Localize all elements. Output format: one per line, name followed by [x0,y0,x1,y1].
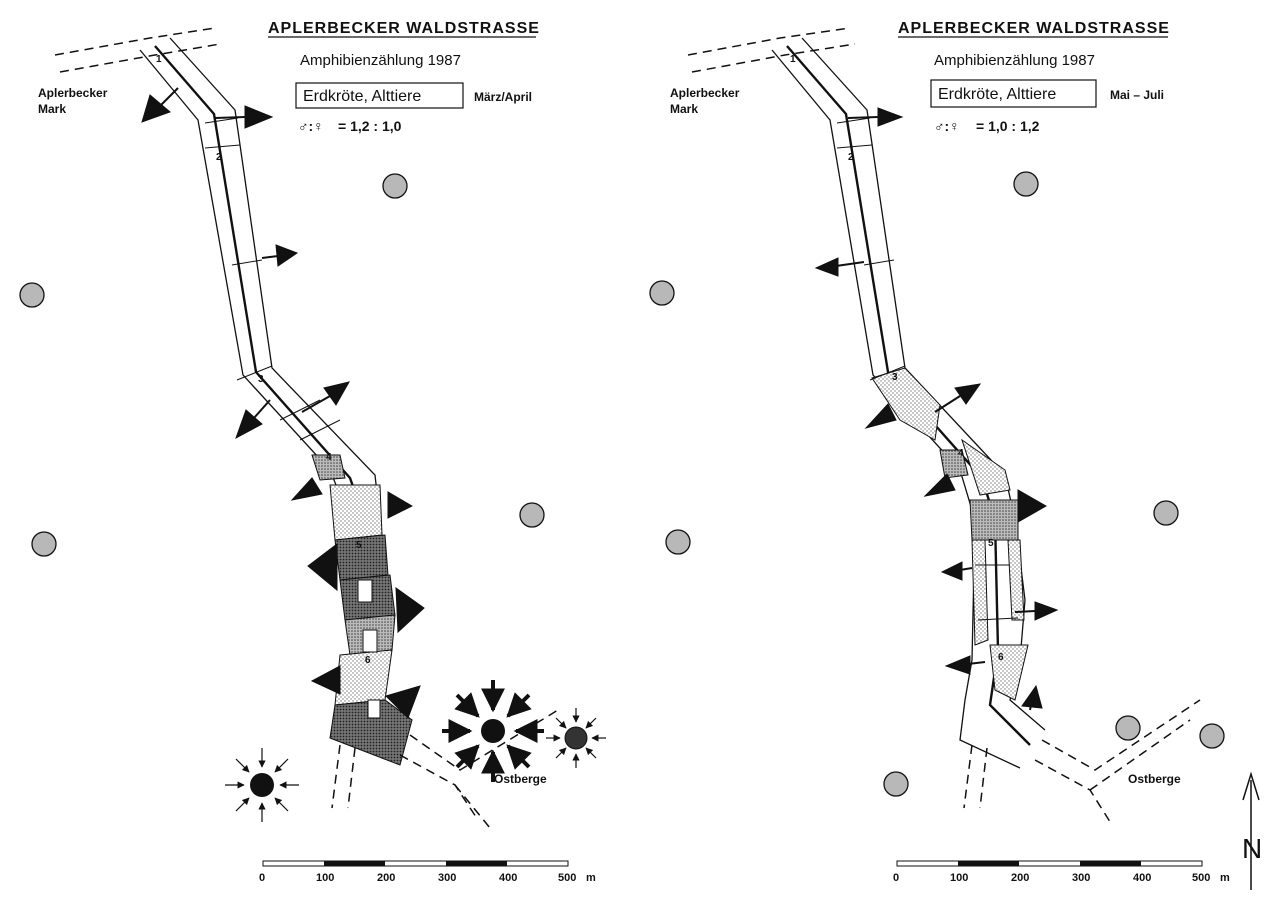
species-box [295,82,464,109]
place-ostberge: Ostberge [1128,772,1181,786]
crossing-zones [871,367,1029,701]
segment-5: 5 [356,540,362,551]
north-label: N [1242,833,1262,864]
segment-3: 3 [892,372,898,383]
arrow-west [940,561,973,581]
scale-tick: 500 [558,872,576,884]
migration-arrows [141,87,425,719]
species-label: Erdkröte, Alttiere [938,86,1056,103]
arrow-north-east [301,381,351,413]
arrow-north-east [385,685,421,719]
segment-1: 1 [156,54,162,65]
arrow-east [214,105,274,129]
arrow-west [307,542,338,592]
road-south [963,699,1201,826]
map-title: APLERBECKER WALDSTRASSE [898,20,1170,37]
segment-4: 4 [958,448,964,459]
arrow-east [1017,489,1048,523]
panel-left: APLERBECKER WALDSTRASSE Amphibienzählung… [19,20,606,884]
period-label: März/April [474,90,532,104]
panel-right: APLERBECKER WALDSTRASSE Amphibienzählung… [649,20,1262,890]
arrow-east [395,586,425,634]
arrow-west [290,477,323,501]
arrow-east [847,107,904,127]
scale-bar: 0 100 200 300 400 500 m [259,860,596,884]
place-mark: Mark [670,102,698,116]
arrow-west [814,257,865,277]
segment-6: 6 [365,655,371,666]
pond-marker [883,771,909,797]
scale-unit: m [1220,872,1230,884]
breeding-site [225,748,299,822]
scale-tick: 400 [1133,872,1151,884]
arrow-west [944,655,986,675]
migration-arrows [814,107,1059,711]
segment-6: 6 [998,652,1004,663]
pond-marker [382,173,408,199]
sex-ratio: = 1,2 : 1,0 [338,118,402,134]
place-aplerbecker: Aplerbecker [38,86,108,100]
arrow-east [387,491,414,519]
segment-4: 4 [326,452,332,463]
scale-unit: m [586,872,596,884]
ponds-grey [19,173,545,557]
place-ostberge: Ostberge [494,772,547,786]
scale-bar: 0 100 200 300 400 500 m [893,860,1230,884]
segment-1: 1 [790,54,796,65]
arrow-east [261,244,299,267]
pond-marker [519,502,545,528]
scale-tick: 0 [893,872,899,884]
road-top [687,27,856,73]
segment-2: 2 [848,152,854,163]
sex-symbols: ♂:♀ [934,118,960,134]
segment-3: 3 [258,374,264,385]
pond-marker [1199,723,1225,749]
sex-ratio: = 1,0 : 1,2 [976,118,1040,134]
pond-marker [665,529,691,555]
breeding-site [546,708,606,768]
arrow-west [310,665,341,695]
arrow-west [864,403,897,429]
arrow-east [1014,601,1059,621]
scale-tick: 400 [499,872,517,884]
scale-tick: 200 [377,872,395,884]
pond-marker [19,282,45,308]
arrow-west [235,399,271,440]
scale-tick: 0 [259,872,265,884]
scale-tick: 100 [316,872,334,884]
scale-tick: 200 [1011,872,1029,884]
scale-tick: 500 [1192,872,1210,884]
arrow-north-east [934,383,982,413]
arrow-west [923,473,956,497]
pond-marker [1115,715,1141,741]
place-mark: Mark [38,102,66,116]
arrow-north [1021,684,1043,711]
pond-marker [1013,171,1039,197]
crossing-zones [311,454,413,766]
breeding-site [442,680,544,782]
pond-marker [31,531,57,557]
species-box [930,79,1097,108]
scale-tick: 300 [438,872,456,884]
road-top [54,27,221,73]
segment-5: 5 [988,538,994,549]
map-subtitle: Amphibienzählung 1987 [934,52,1095,69]
scale-tick: 100 [950,872,968,884]
map-title: APLERBECKER WALDSTRASSE [268,20,540,37]
sex-symbols: ♂:♀ [298,118,324,134]
pond-marker [1153,500,1179,526]
arrow-west [141,87,179,123]
place-aplerbecker: Aplerbecker [670,86,740,100]
scale-tick: 300 [1072,872,1090,884]
period-label: Mai – Juli [1110,88,1164,102]
north-arrow-icon: N [1242,771,1262,890]
pond-marker [649,280,675,306]
species-label: Erdkröte, Alttiere [303,88,421,105]
segment-2: 2 [216,152,222,163]
map-subtitle: Amphibienzählung 1987 [300,52,461,69]
ponds-grey [649,171,1225,797]
